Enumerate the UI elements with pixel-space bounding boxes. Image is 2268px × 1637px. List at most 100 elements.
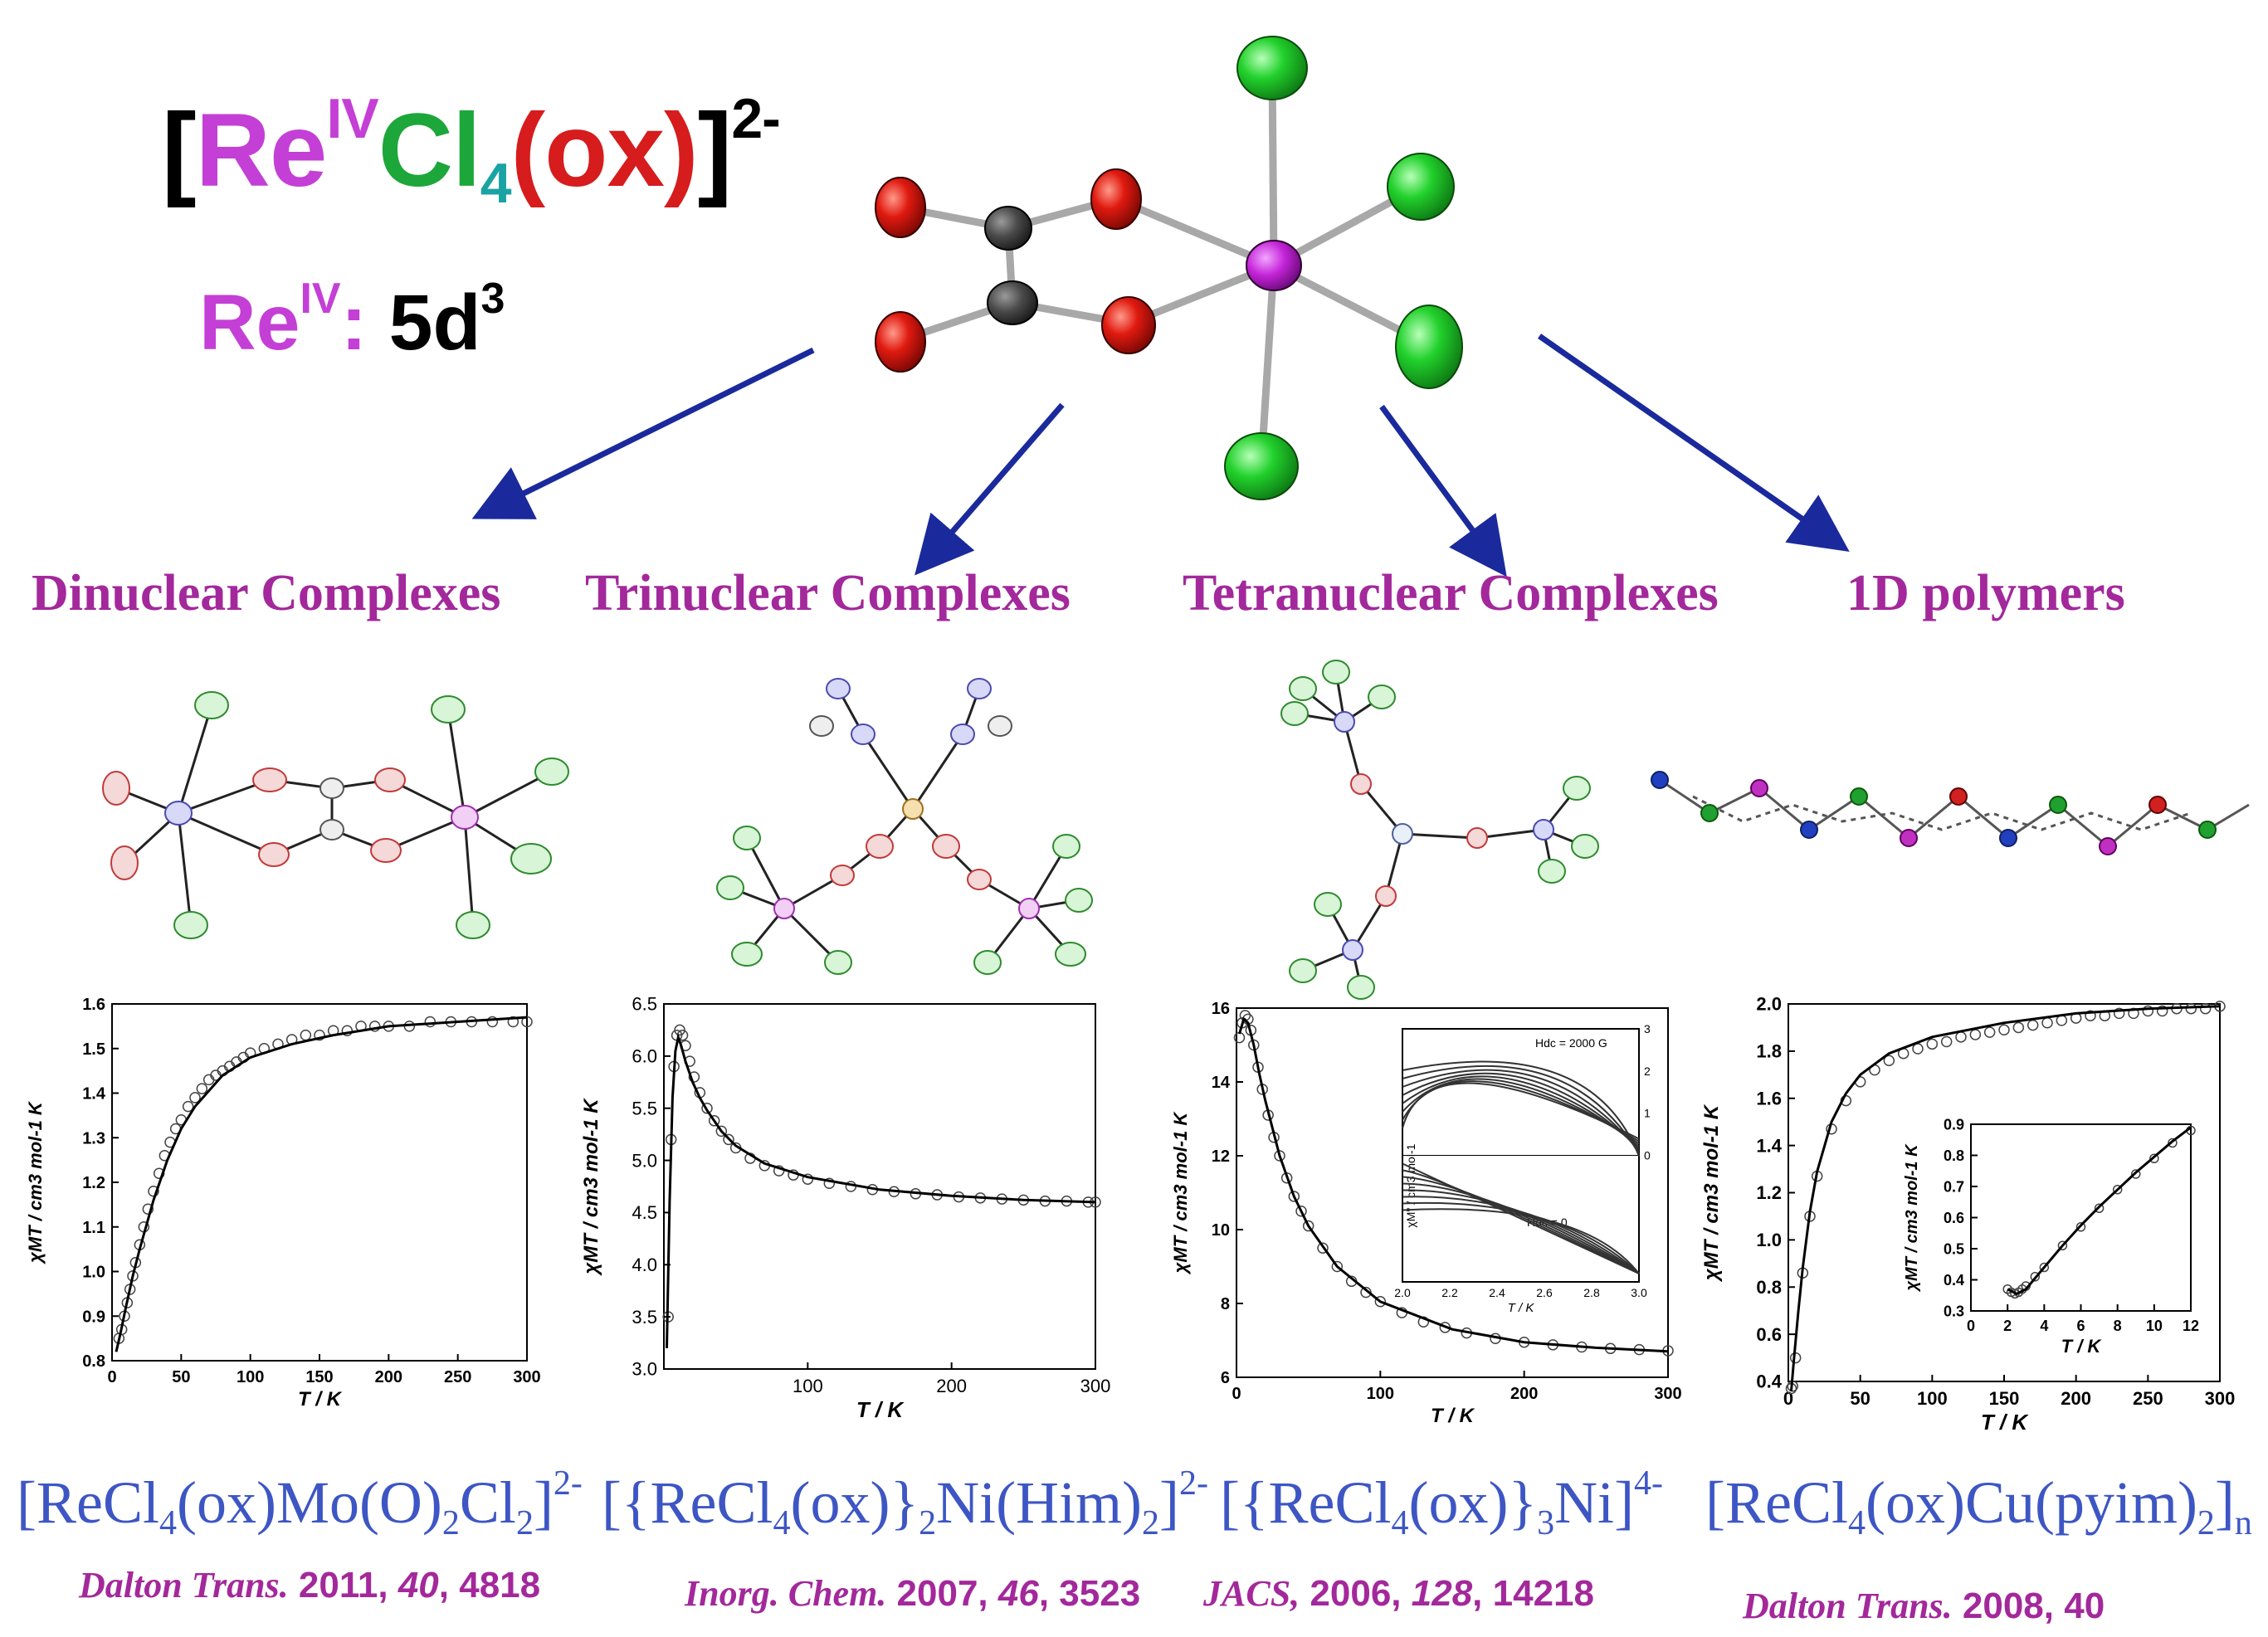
data-point bbox=[2094, 1203, 2105, 1213]
data-point bbox=[1969, 1029, 1982, 1040]
x-tick-label: 8 bbox=[2114, 1318, 2122, 1334]
x-tick-label: 100 bbox=[793, 1376, 823, 1396]
formula-part: ] bbox=[1159, 1469, 1180, 1536]
inset-x-tick-label: 2.6 bbox=[1536, 1286, 1553, 1299]
formula-part: ] bbox=[2214, 1469, 2235, 1536]
data-point bbox=[2112, 1185, 2123, 1195]
carbon-atom-2 bbox=[987, 280, 1038, 325]
y-tick-label: 0.7 bbox=[1944, 1178, 1964, 1195]
formula-part: [ReCl bbox=[17, 1469, 159, 1536]
y-tick-label: 0.6 bbox=[1944, 1210, 1964, 1226]
inset-x-tick-label: 2.8 bbox=[1583, 1286, 1600, 1299]
data-point bbox=[2012, 1021, 2025, 1034]
data-point bbox=[142, 1203, 154, 1215]
x-tick-label: 100 bbox=[237, 1368, 264, 1386]
x-tick-label: 150 bbox=[1989, 1388, 2020, 1409]
data-point bbox=[1940, 1035, 1953, 1048]
data-point bbox=[1912, 1043, 1924, 1055]
y-tick-label: 0.8 bbox=[82, 1352, 105, 1371]
y-tick-label: 16 bbox=[1212, 1000, 1230, 1018]
y-tick-label: 0.9 bbox=[82, 1308, 105, 1326]
inset-curve bbox=[1402, 1060, 1640, 1157]
data-point bbox=[1288, 1191, 1300, 1202]
data-point bbox=[189, 1092, 201, 1104]
inset-y-label: χM" / cm3 mol-1 bbox=[1404, 1143, 1417, 1227]
y-tick-label: 6.5 bbox=[632, 994, 657, 1015]
bonds bbox=[896, 64, 1432, 469]
ref-volume: 40 bbox=[398, 1565, 439, 1605]
y-tick-label: 5.0 bbox=[632, 1150, 657, 1171]
x-tick-label: 100 bbox=[1367, 1385, 1394, 1403]
tetranuclear-atoms bbox=[1280, 660, 1599, 1000]
ref-journal: Inorg. Chem. bbox=[685, 1573, 887, 1614]
formula-part: [{ReCl bbox=[1220, 1469, 1392, 1536]
ox-paren-open: ( bbox=[510, 93, 546, 208]
ref-journal: Dalton Trans. bbox=[1743, 1586, 1953, 1626]
ref-year: 2011 bbox=[298, 1565, 378, 1605]
config-shell: 5d bbox=[388, 279, 481, 367]
y-tick-label: 1.6 bbox=[1756, 1088, 1782, 1108]
oxidation-state: IV bbox=[326, 87, 378, 150]
formula-part: Ni] bbox=[1554, 1469, 1635, 1536]
config-re: Re bbox=[199, 279, 300, 367]
data-point bbox=[2142, 1005, 2154, 1017]
plot-frame bbox=[1236, 1007, 1669, 1378]
inset-annotation-top: Hdc = 2000 G bbox=[1535, 1036, 1607, 1050]
x-tick-label: 4 bbox=[2040, 1318, 2048, 1334]
x-tick-label: 300 bbox=[2205, 1388, 2236, 1409]
ref-journal: JACS, bbox=[1203, 1573, 1300, 1614]
y-tick-label: 0.3 bbox=[1944, 1303, 1964, 1319]
ref-page: 3523 bbox=[1059, 1573, 1141, 1614]
chlorine-atom-lower-right bbox=[1395, 305, 1463, 389]
compound-formula-1d-polymer: [ReCl4(ox)Cu(pyim)2]n bbox=[1705, 1469, 2252, 1541]
oxygen-atom-3 bbox=[875, 177, 926, 238]
inset-curve bbox=[1402, 1065, 1640, 1155]
data-point bbox=[521, 1016, 533, 1028]
ref-year: 2006 bbox=[1310, 1573, 1392, 1614]
formula-subscript: 2 bbox=[919, 1504, 937, 1542]
inset-x-tick-label: 2.4 bbox=[1489, 1286, 1505, 1299]
formula-subscript: 2 bbox=[1142, 1504, 1160, 1542]
x-tick-label: 300 bbox=[1654, 1385, 1681, 1403]
y-tick-label: 8 bbox=[1221, 1295, 1230, 1313]
x-tick-label: 0 bbox=[107, 1368, 116, 1386]
x-tick-label: 300 bbox=[1080, 1376, 1111, 1396]
data-point bbox=[2057, 1240, 2068, 1250]
plot-frame bbox=[111, 1003, 528, 1362]
oxygen-atom-1 bbox=[1090, 168, 1142, 230]
arrow-to-polymers bbox=[1538, 334, 1850, 552]
inset-y-tick-label: 3 bbox=[1644, 1022, 1651, 1035]
y-tick-label: 1.8 bbox=[1756, 1041, 1782, 1062]
inset-curve bbox=[1402, 1075, 1640, 1147]
x-axis-label: T / K bbox=[2061, 1336, 2103, 1357]
inset-curve bbox=[1402, 1069, 1640, 1152]
y-tick-label: 0.8 bbox=[1944, 1147, 1964, 1164]
molecule-diagram bbox=[471, 36, 1850, 577]
inset-x-tick-label: 3.0 bbox=[1631, 1286, 1647, 1299]
inset-y-tick-label: 2 bbox=[1644, 1065, 1651, 1078]
x-tick-label: 0 bbox=[1232, 1385, 1241, 1403]
x-tick-label: 200 bbox=[1510, 1385, 1538, 1403]
data-point bbox=[1317, 1242, 1329, 1254]
y-tick-label: 1.4 bbox=[1756, 1135, 1782, 1156]
x-tick-label: 50 bbox=[172, 1368, 190, 1386]
electron-configuration: ReIV: 5d3 bbox=[199, 277, 505, 368]
formula-charge: 4- bbox=[1634, 1464, 1664, 1503]
ref-volume: 40 bbox=[2064, 1586, 2105, 1626]
x-tick-label: 250 bbox=[2133, 1388, 2163, 1409]
ref-year: 2007 bbox=[896, 1573, 978, 1614]
ref-volume: 46 bbox=[997, 1573, 1039, 1614]
plot-frame bbox=[663, 1003, 1096, 1370]
y-tick-label: 1.2 bbox=[82, 1174, 105, 1192]
fit-line bbox=[1238, 1016, 1669, 1353]
y-tick-label: 1.6 bbox=[82, 996, 105, 1014]
rhenium-symbol: Re bbox=[195, 93, 328, 208]
formula-part: Cl bbox=[459, 1469, 516, 1536]
fit-line bbox=[115, 1016, 528, 1352]
compound-formula-trinuclear: [{ReCl4(ox)}2Ni(Him)2]2- bbox=[602, 1466, 1208, 1541]
oxygen-atom-2 bbox=[1101, 296, 1156, 354]
y-axis-label: χMT / cm3 mol-1 K bbox=[1700, 1104, 1723, 1283]
data-point bbox=[674, 1024, 685, 1036]
y-tick-label: 0.4 bbox=[1944, 1272, 1964, 1289]
